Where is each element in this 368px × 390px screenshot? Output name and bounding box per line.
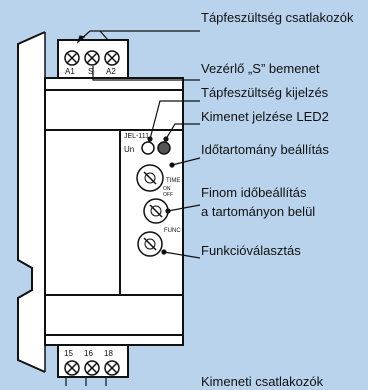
terminal-s: S <box>88 67 93 76</box>
model-label: JEL-111 <box>124 133 149 140</box>
housing-side <box>17 31 46 373</box>
label-fine-time-1: Finom időbeállítás <box>201 185 307 200</box>
top-screws <box>64 50 120 66</box>
fine-time-knob[interactable] <box>143 198 169 224</box>
pointer-lines <box>65 30 201 386</box>
label-fine-time-2: a tartományon belül <box>201 204 316 219</box>
label-power-terminals: Tápfeszültség csatlakozók <box>201 10 354 25</box>
on-label: ON <box>163 186 171 192</box>
un-label: Un <box>124 145 134 154</box>
label-output-terminals: Kimeneti csatlakozók <box>201 374 324 389</box>
time-label: TIME <box>166 178 180 184</box>
label-function-select: Funkcióválasztás <box>201 243 301 258</box>
power-led <box>141 141 155 155</box>
func-label: FUNC <box>164 228 181 234</box>
terminal-16: 16 <box>84 349 93 358</box>
output-led <box>157 141 171 155</box>
terminal-a2: A2 <box>106 67 116 76</box>
label-time-range: Időtartomány beállítás <box>201 142 329 157</box>
function-knob[interactable] <box>137 231 163 257</box>
terminal-15: 15 <box>64 349 73 358</box>
label-control-input: Vezérlő „S” bemenet <box>201 61 320 76</box>
terminal-a1: A1 <box>65 67 75 76</box>
label-output-led: Kimenet jelzése LED2 <box>201 109 329 124</box>
label-power-indicator: Tápfeszültség kijelzés <box>201 85 329 100</box>
time-range-knob[interactable] <box>136 164 164 192</box>
off-label: OFF <box>163 192 173 198</box>
terminal-18: 18 <box>104 349 113 358</box>
bottom-screws <box>64 360 120 376</box>
